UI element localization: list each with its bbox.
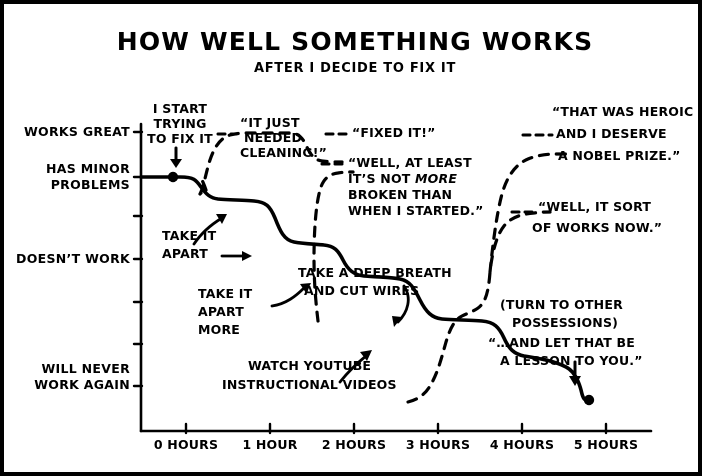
annotation-take-apart-l1: TAKE IT (162, 228, 217, 243)
arrow-take-it-apart-more (270, 283, 311, 308)
series-optimistic-branch-right (406, 210, 552, 404)
annotation-at-least-l2-a: IT’S NOT (348, 171, 416, 186)
x-axis-ticks (184, 422, 608, 435)
series-end-marker (583, 394, 595, 406)
annotation-at-least-l4: WHEN I STARTED.” (348, 203, 484, 218)
annotation-cut-wires-l2: AND CUT WIRES (304, 283, 420, 298)
x-axis-label-2-hours: 2 HOURS (321, 437, 387, 452)
annotation-i-start-l3: TO FIX IT (147, 131, 213, 146)
annotation-at-least-l2-emphasis: MORE (415, 171, 458, 186)
arrow-take-it-apart-up (192, 214, 227, 246)
annotation-heroic-l1: “THAT WAS HEROIC (552, 104, 694, 119)
page-title: HOW WELL SOMETHING WORKS (116, 27, 594, 56)
annotation-i-start-l2: TRYING (153, 116, 207, 131)
arrow-lesson-to-you (569, 360, 581, 386)
annotation-heroic-l2: AND I DESERVE (556, 126, 667, 141)
arrow-i-start-trying (170, 146, 182, 168)
y-axis-label-has-minor: HAS MINOR (46, 161, 130, 176)
page-subtitle: AFTER I DECIDE TO FIX IT (253, 61, 457, 76)
x-axis-label-0-hours: 0 HOURS (153, 437, 219, 452)
annotation-cleaning-l2: NEEDED (244, 130, 303, 145)
series-start-marker (167, 171, 179, 183)
y-axis-label-problems: PROBLEMS (50, 177, 130, 192)
annotation-take-apart-more-l1: TAKE IT (198, 286, 253, 301)
annotation-youtube-l1: WATCH YOUTUBE (248, 358, 372, 373)
annotation-take-apart-more-l2: APART (198, 304, 244, 319)
series-optimistic-branch-2h (312, 170, 355, 323)
series-optimistic-branch-top-right (488, 152, 572, 274)
annotation-cleaning-l1: “IT JUST (240, 115, 300, 130)
x-axis-label-1-hour: 1 HOUR (242, 437, 298, 452)
annotation-possessions-l1: (TURN TO OTHER (500, 297, 623, 312)
y-axis-label-will-never: WILL NEVER (41, 361, 130, 376)
annotation-cut-wires-l1: TAKE A DEEP BREATH (298, 265, 452, 280)
series-optimistic-connector-left (198, 174, 208, 192)
annotation-possessions-l2: POSSESSIONS) (512, 315, 619, 330)
annotation-lesson-l2: A LESSON TO YOU.” (500, 353, 643, 368)
annotation-take-apart-more-l3: MORE (198, 322, 241, 337)
arrow-cut-wires (392, 284, 410, 327)
annotation-lesson-l1: “…AND LET THAT BE (488, 335, 635, 350)
x-axis-label-4-hours: 4 HOURS (489, 437, 555, 452)
annotation-sort-of-works-l2: OF WORKS NOW.” (532, 220, 663, 235)
x-axis-label-3-hours: 3 HOURS (405, 437, 471, 452)
arrow-take-it-apart-right (220, 251, 252, 261)
chart-svg (132, 122, 653, 435)
y-axis-label-doesnt-work: DOESN’T WORK (16, 251, 130, 266)
series-optimistic-path (198, 131, 344, 196)
x-axis-label-5-hours: 5 HOURS (573, 437, 639, 452)
annotation-at-least-l3: BROKEN THAN (348, 187, 453, 202)
annotation-youtube-l2: INSTRUCTIONAL VIDEOS (222, 377, 397, 392)
y-axis-label-works-great: WORKS GREAT (23, 124, 130, 139)
y-axis-label-work-again: WORK AGAIN (34, 377, 130, 392)
annotation-heroic-l3: A NOBEL PRIZE.” (558, 148, 681, 163)
annotation-at-least-l2: IT’S NOT MORE (348, 172, 498, 186)
annotation-sort-of-works-l1: “WELL, IT SORT (538, 199, 652, 214)
annotation-take-apart-l2: APART (162, 246, 208, 261)
series-pessimistic-path (139, 175, 590, 402)
annotation-fixed-it: “FIXED IT!” (352, 125, 436, 140)
arrow-watch-youtube (338, 350, 372, 384)
annotation-i-start-l1: I START (152, 101, 208, 116)
annotation-cleaning-l3: CLEANING!” (240, 145, 328, 160)
annotation-at-least-l1: “WELL, AT LEAST (348, 155, 472, 170)
